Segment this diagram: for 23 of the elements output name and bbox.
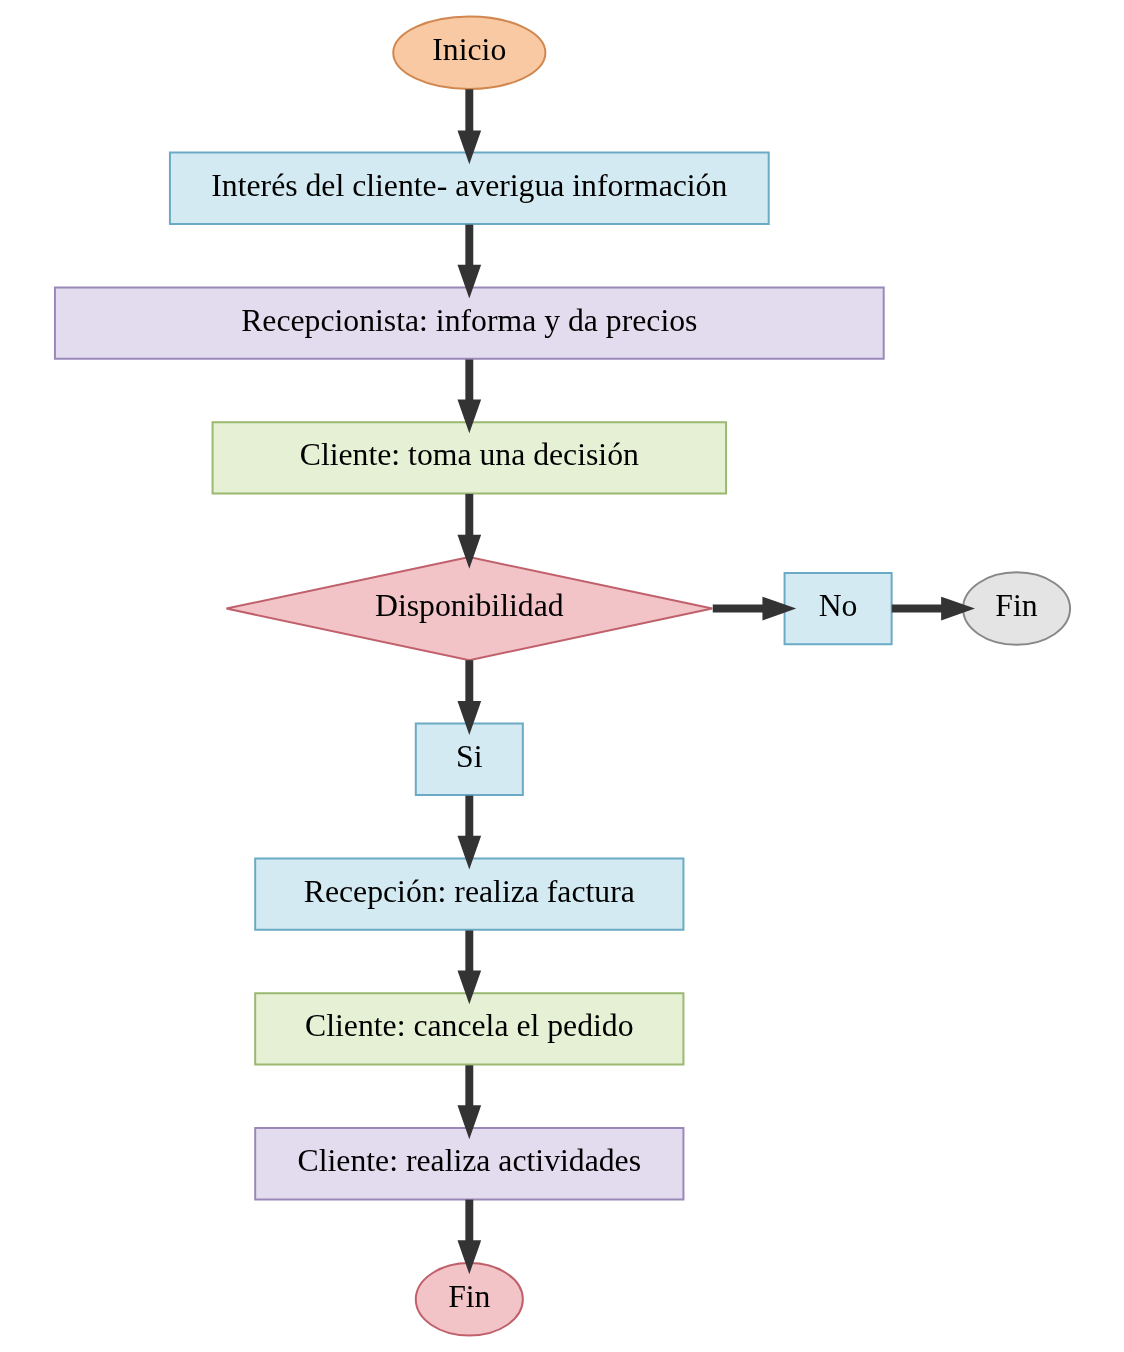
node-diamond: Disponibilidad [224,556,713,662]
arrow [457,930,481,1005]
node-box: Recepcionista: informa y da precios [53,286,885,360]
arrow [457,795,481,870]
arrow [457,1199,481,1275]
node-box: Cliente: cancela el pedido [253,992,684,1066]
node-box: No [783,571,893,646]
node-box: Recepción: realiza factura [253,857,684,931]
node-box: Interés del cliente- averigua información [168,151,770,225]
arrow [712,596,796,621]
node-ellipse: Fin [961,571,1071,646]
arrow [457,359,481,434]
arrow [457,224,481,299]
node-box: Cliente: toma una decisión [211,421,727,495]
arrow [457,660,481,735]
arrow [457,493,481,569]
arrow [457,89,481,165]
node-box: Cliente: realiza actividades [253,1127,684,1201]
node-box: Si [414,722,524,796]
node-ellipse: Inicio [391,15,546,90]
arrow [457,1065,481,1140]
arrow [891,596,975,621]
node-ellipse: Fin [414,1262,524,1337]
